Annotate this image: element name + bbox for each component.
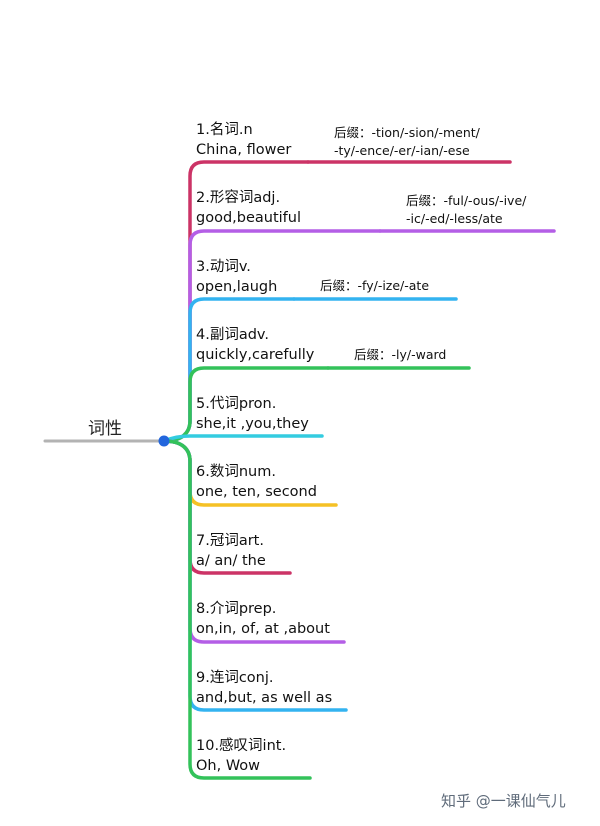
suffix-prefix: 后缀： bbox=[320, 278, 358, 293]
suffix-line: -ty/-ence/-er/-ian/-ese bbox=[334, 143, 470, 158]
root-topic[interactable]: 词性 bbox=[88, 419, 122, 439]
branch-title: 4.副词adv. bbox=[196, 327, 269, 343]
branch-examples: one, ten, second bbox=[196, 484, 317, 500]
suffix-line: -ful/-ous/-ive/ bbox=[443, 193, 527, 208]
branch-title: 6.数词num. bbox=[196, 464, 276, 480]
branch-title: 2.形容词adj. bbox=[196, 190, 281, 206]
branch-numeral[interactable]: 6.数词num. one, ten, second bbox=[196, 462, 317, 502]
branch-examples: on,in, of, at ,about bbox=[196, 621, 330, 637]
branch-title: 5.代词pron. bbox=[196, 396, 277, 412]
branch-examples: and,but, as well as bbox=[196, 690, 333, 706]
connector-pronoun bbox=[162, 434, 324, 443]
branch-conjunction[interactable]: 9.连词conj. and,but, as well as bbox=[196, 668, 332, 708]
branch-title: 3.动词v. bbox=[196, 259, 251, 275]
suffix-verb[interactable]: 后缀：-fy/-ize/-ate bbox=[320, 277, 429, 295]
branch-examples: China, flower bbox=[196, 142, 292, 158]
branch-verb[interactable]: 3.动词v. open,laugh bbox=[196, 257, 277, 297]
suffix-adverb[interactable]: 后缀：-ly/-ward bbox=[354, 346, 446, 364]
branch-preposition[interactable]: 8.介词prep. on,in, of, at ,about bbox=[196, 599, 330, 639]
connector-interjection bbox=[162, 439, 312, 780]
branch-title: 8.介词prep. bbox=[196, 601, 277, 617]
branch-title: 1.名词.n bbox=[196, 122, 253, 138]
branch-examples: open,laugh bbox=[196, 279, 278, 295]
branch-title: 10.感叹词int. bbox=[196, 738, 287, 754]
branch-examples: a/ an/ the bbox=[196, 553, 266, 569]
branch-pronoun[interactable]: 5.代词pron. she,it ,you,they bbox=[196, 394, 309, 434]
suffix-prefix: 后缀： bbox=[354, 347, 392, 362]
branch-adjective[interactable]: 2.形容词adj. good,beautiful bbox=[196, 188, 301, 228]
branch-adverb[interactable]: 4.副词adv. quickly,carefully bbox=[196, 325, 314, 365]
branch-article[interactable]: 7.冠词art. a/ an/ the bbox=[196, 531, 266, 571]
suffix-line: -tion/-sion/-ment/ bbox=[371, 125, 480, 140]
suffix-line: -fy/-ize/-ate bbox=[357, 278, 430, 293]
suffix-line: -ic/-ed/-less/ate bbox=[406, 211, 503, 226]
suffix-prefix: 后缀： bbox=[406, 193, 444, 208]
branch-examples: good,beautiful bbox=[196, 210, 301, 226]
branch-interjection[interactable]: 10.感叹词int. Oh, Wow bbox=[196, 736, 286, 776]
branch-examples: Oh, Wow bbox=[196, 758, 261, 774]
watermark: 知乎 @一课仙气儿 bbox=[441, 792, 566, 810]
suffix-noun[interactable]: 后缀：-tion/-sion/-ment/ -ty/-ence/-er/-ian… bbox=[334, 124, 480, 160]
branch-examples: she,it ,you,they bbox=[196, 416, 309, 432]
branch-noun[interactable]: 1.名词.n China, flower bbox=[196, 120, 291, 160]
hub-node bbox=[158, 435, 170, 447]
branch-title: 7.冠词art. bbox=[196, 533, 264, 549]
branch-title: 9.连词conj. bbox=[196, 670, 274, 686]
suffix-line: -ly/-ward bbox=[391, 347, 447, 362]
branch-examples: quickly,carefully bbox=[196, 347, 315, 363]
suffix-prefix: 后缀： bbox=[334, 125, 372, 140]
suffix-adjective[interactable]: 后缀：-ful/-ous/-ive/ -ic/-ed/-less/ate bbox=[406, 192, 526, 228]
